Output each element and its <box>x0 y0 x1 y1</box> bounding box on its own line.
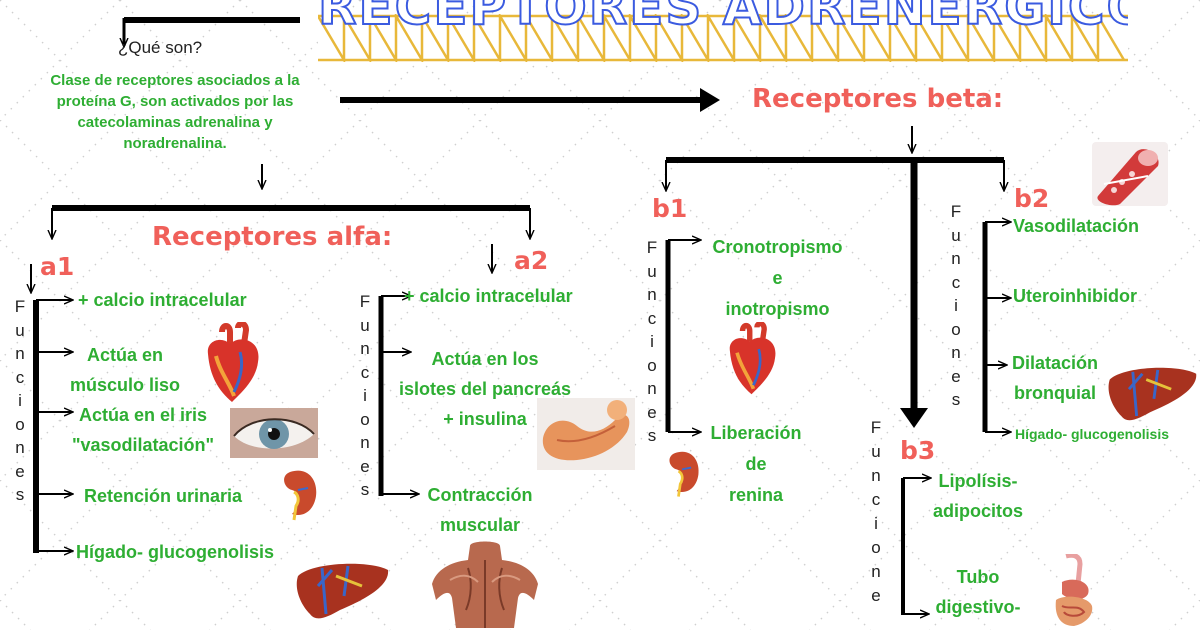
liver-icon <box>1108 367 1197 421</box>
b1-function-cronotropismo: Cronotropismo e inotropismo <box>700 232 855 325</box>
a1-function-higado: Hígado- glucogenolisis <box>76 542 275 562</box>
heart-icon <box>729 322 776 395</box>
a2-label: a2 <box>514 246 549 275</box>
a1-function-line: "vasodilatación" <box>71 435 215 455</box>
b2-function-uteroinhibidor: Uteroinhibidor <box>1013 286 1137 306</box>
question-label: ¿Qué son? <box>118 38 203 57</box>
a2-function-calcio: + calcio intracelular <box>404 286 573 306</box>
a1-function-retencion: Retención urinaria <box>84 486 243 506</box>
eye-icon <box>230 408 318 458</box>
kidney-icon <box>284 470 317 521</box>
b2-function-higado: Hígado- glucogenolisis <box>1015 426 1170 442</box>
definition-line: Clase de receptores asociados a la <box>50 72 300 89</box>
a2-function-line: muscular <box>439 515 521 535</box>
liver-icon <box>296 563 389 619</box>
b3-function-line: Lipolísis- <box>938 471 1018 491</box>
a1-function-musculo-liso: Actúa en músculo liso <box>55 340 195 400</box>
b1-function-line: Liberación <box>710 423 802 443</box>
b1-function-line: de <box>745 454 767 474</box>
a1-label: a1 <box>40 252 75 281</box>
b1-function-line: e <box>772 268 783 288</box>
b1-function-line: inotropismo <box>725 299 830 319</box>
heart-icon <box>207 322 259 402</box>
a1-function-calcio: + calcio intracelular <box>78 290 247 310</box>
page-title: RECEPTORES ADRENERGICOS <box>318 0 1128 28</box>
b3-function-line: digestivo- <box>935 597 1021 617</box>
digestive-system-icon <box>1055 554 1093 626</box>
a1-function-line: Actúa en el iris <box>78 405 208 425</box>
b3-function-tubo-digestivo: Tubo digestivo- <box>918 562 1038 628</box>
b3-label: b3 <box>900 436 936 465</box>
a2-functions-vertical-label: F u n c i o n e s <box>359 292 371 499</box>
b1-function-line: Cronotropismo <box>712 237 843 257</box>
b3-functions-vertical-label: F u n c i o n e <box>870 418 882 605</box>
b2-function-dilatacion-bronquial: Dilatación bronquial <box>1000 348 1110 408</box>
b3-function-line: Tubo <box>956 567 1000 587</box>
a1-function-line: músculo liso <box>69 375 181 395</box>
b1-function-line: renina <box>728 485 784 505</box>
b1-function-renina: Liberación de renina <box>700 418 812 511</box>
definition-text: Clase de receptores asociados a la prote… <box>20 70 330 154</box>
b2-function-vasodilatacion: Vasodilatación <box>1013 216 1140 236</box>
b2-function-line: Dilatación <box>1011 353 1099 373</box>
b1-functions-vertical-label: F u n c i o n e s <box>646 238 658 445</box>
a2-function-line: Actúa en los <box>431 349 539 369</box>
b2-label: b2 <box>1014 184 1050 213</box>
back-muscles-icon <box>432 541 538 628</box>
kidney-icon <box>669 451 699 497</box>
beta-heading: Receptores beta: <box>752 84 1004 114</box>
a1-function-iris: Actúa en el iris "vasodilatación" <box>58 400 228 460</box>
a2-function-line: Contracción <box>427 485 533 505</box>
a2-function-pancreas: Actúa en los islotes del pancreás + insu… <box>380 344 590 434</box>
pancreas-icon <box>537 398 635 470</box>
b2-function-line: bronquial <box>1014 383 1096 403</box>
b1-label: b1 <box>652 194 688 223</box>
b3-function-lipolisis: Lipolísis- adipocitos <box>918 466 1038 526</box>
a2-function-line: islotes del pancreás <box>398 379 572 399</box>
a1-function-line: Actúa en <box>86 345 164 365</box>
title-band <box>318 14 1128 62</box>
a2-function-line: + insulina <box>443 409 527 429</box>
alpha-heading: Receptores alfa: <box>152 222 393 252</box>
blood-vessel-icon <box>1092 142 1168 206</box>
b2-functions-vertical-label: F u n c i o n e s <box>950 202 962 409</box>
definition-line: noradrenalina. <box>123 135 227 152</box>
definition-line: catecolaminas adrenalina y <box>77 114 273 131</box>
a1-functions-vertical-label: F u n c i o n e s <box>14 297 26 504</box>
definition-line: proteína G, son activados por las <box>56 93 294 110</box>
b3-function-line: adipocitos <box>932 501 1023 521</box>
a2-function-contraccion: Contracción muscular <box>405 480 555 540</box>
